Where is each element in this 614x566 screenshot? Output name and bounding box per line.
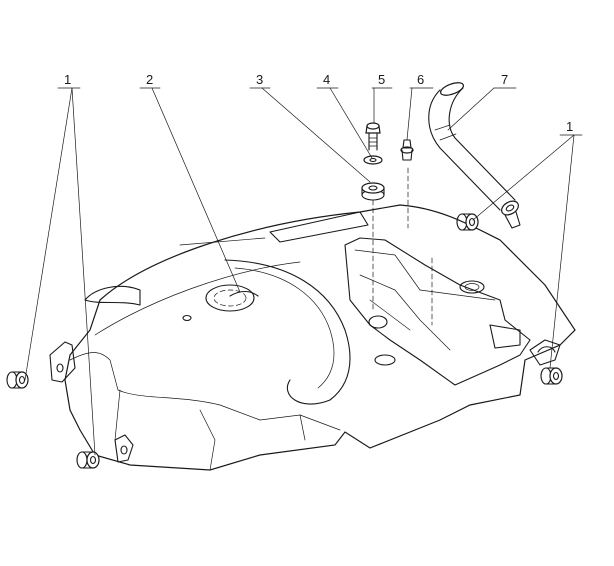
flat-washer xyxy=(363,155,383,165)
push-clip xyxy=(400,139,414,161)
callout-6: 6 xyxy=(417,72,424,87)
leader-lines xyxy=(24,87,583,456)
callout-4: 4 xyxy=(323,72,330,87)
callout-3: 3 xyxy=(256,72,263,87)
grommet-right-upper xyxy=(456,213,479,231)
isolator-grommet xyxy=(361,182,385,201)
callout-1-left: 1 xyxy=(64,72,71,87)
grommet-right-lower xyxy=(540,367,563,385)
cover-plate xyxy=(49,204,576,471)
callout-5: 5 xyxy=(378,72,385,87)
grommet-left xyxy=(6,371,29,389)
hex-bolt xyxy=(365,122,381,151)
callout-1-right: 1 xyxy=(566,119,573,134)
breather-hose xyxy=(428,82,521,229)
callout-labels: 1 2 3 4 5 6 7 1 xyxy=(64,72,573,134)
grommet-bottom xyxy=(76,451,100,469)
callout-2: 2 xyxy=(146,72,153,87)
callout-7: 7 xyxy=(501,72,508,87)
assembly-centerlines xyxy=(372,167,433,326)
